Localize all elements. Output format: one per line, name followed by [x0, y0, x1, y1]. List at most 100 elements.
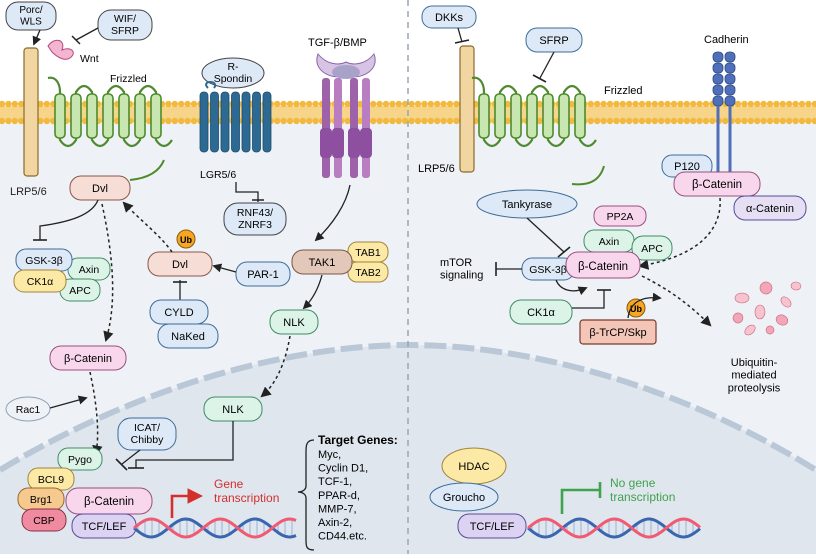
porc-wls-label: Porc/WLS	[19, 5, 43, 28]
lipid-head	[357, 100, 364, 108]
lipid-head	[344, 117, 351, 125]
lipid-head	[632, 100, 639, 108]
dkks-inhibit-line	[457, 27, 463, 43]
lipid-head	[632, 117, 639, 125]
lgr-helix	[199, 91, 209, 153]
lgr-helix	[241, 91, 251, 153]
porc-arrow	[32, 29, 42, 46]
target-gene-item: Cyclin D1,	[318, 463, 368, 475]
tgf-ligand-core	[332, 65, 360, 79]
lipid-head	[651, 117, 658, 125]
lipid-head	[798, 117, 806, 125]
target-genes-brace	[297, 439, 315, 551]
lipid-head	[453, 117, 460, 125]
nlk-translocation-arrow	[260, 335, 291, 398]
lipid-head	[568, 117, 575, 125]
lipid-head	[670, 117, 678, 125]
lipid-head	[645, 117, 652, 125]
lipid-head	[638, 117, 646, 125]
lipid-head	[760, 100, 767, 108]
lipid-head	[370, 117, 377, 125]
pp2a-label: PP2A	[607, 211, 634, 223]
sfrp-label: SFRP	[539, 35, 568, 47]
lipid-head	[664, 100, 671, 108]
lipid-head	[0, 117, 6, 125]
lipid-head	[792, 117, 799, 125]
axin-label-left: Axin	[79, 264, 100, 276]
lipid-head	[312, 117, 319, 125]
rnf43-label: RNF43/ZNRF3	[237, 207, 273, 231]
lrp-receptor-left	[23, 47, 39, 177]
frizzled-receptor-left	[47, 76, 173, 148]
lipid-head	[702, 117, 710, 125]
lipid-head	[414, 100, 422, 108]
frizzled-label-left: Frizzled	[110, 73, 147, 85]
proteolysis-arrow	[641, 275, 712, 327]
lipid-head	[440, 117, 447, 125]
lipid-head	[619, 117, 626, 125]
dna-strand	[133, 517, 297, 539]
lipid-head	[536, 100, 543, 108]
dvl-mid-label: Dvl	[172, 259, 188, 271]
gene-transcription-arrow	[170, 488, 204, 518]
lipid-head	[312, 100, 319, 108]
wnt-label: Wnt	[80, 53, 99, 65]
target-gene-item: TCF-1,	[318, 476, 352, 488]
wif-inhibit-line	[75, 27, 99, 41]
gsk3b-label-right: GSK-3β	[529, 264, 567, 276]
frizzled-helix	[150, 93, 162, 139]
lipid-head	[606, 100, 614, 108]
protein-fragment	[734, 292, 750, 304]
lipid-head	[165, 100, 172, 108]
pygo-node	[57, 447, 103, 471]
lipid-head	[395, 100, 402, 108]
nlk-cyto-label: NLK	[283, 317, 305, 329]
lipid-head	[11, 117, 18, 125]
lipid-head	[664, 117, 671, 125]
dvl-mid-node	[147, 251, 213, 277]
cyld-label: CYLD	[164, 307, 193, 319]
tankyrase-inhibit-line	[526, 217, 565, 253]
lipid-head	[754, 117, 761, 125]
lipid-head	[587, 100, 594, 108]
porc-wls-node	[5, 1, 57, 31]
tgf-kinase-domain	[348, 128, 360, 158]
dvl-top-node	[69, 175, 131, 201]
lgr-inhibit-line	[235, 182, 259, 202]
dna-helix-left	[133, 517, 297, 539]
p120-label: P120	[674, 161, 700, 173]
nucleus	[0, 345, 816, 554]
protein-fragment	[744, 324, 756, 336]
cbp-label: CBP	[33, 515, 55, 527]
dna-helix-right	[527, 517, 701, 539]
lipid-head	[734, 100, 742, 108]
lipid-head	[613, 117, 620, 125]
lipid-head	[786, 100, 793, 108]
tankyrase-inhibit-bar	[557, 246, 571, 258]
bcat-cyto-node	[49, 345, 127, 371]
dkks-node	[421, 5, 477, 29]
lipid-head	[190, 117, 198, 125]
protein-fragment	[780, 296, 792, 308]
r-spondin-node	[201, 57, 265, 89]
lipid-head	[389, 117, 396, 125]
lipid-head	[344, 100, 351, 108]
lipid-head	[754, 100, 761, 108]
lipid-head	[299, 100, 306, 108]
bcat-right-label: β-Catenin	[578, 261, 628, 273]
r-spondin-label: R-Spondin	[214, 61, 253, 85]
lipid-head	[395, 117, 402, 125]
frizzled-helix	[574, 93, 586, 139]
lipid-head	[421, 100, 428, 108]
lipid-head	[434, 117, 441, 125]
par1-label: PAR-1	[247, 269, 279, 281]
lipid-head	[786, 117, 793, 125]
lipid-head	[306, 100, 313, 108]
lipid-head	[274, 100, 281, 108]
bcat-membrane-node	[673, 171, 761, 197]
tgf-kinase-domain	[320, 128, 332, 158]
lipid-head	[587, 117, 594, 125]
lgr-loop	[205, 81, 217, 89]
